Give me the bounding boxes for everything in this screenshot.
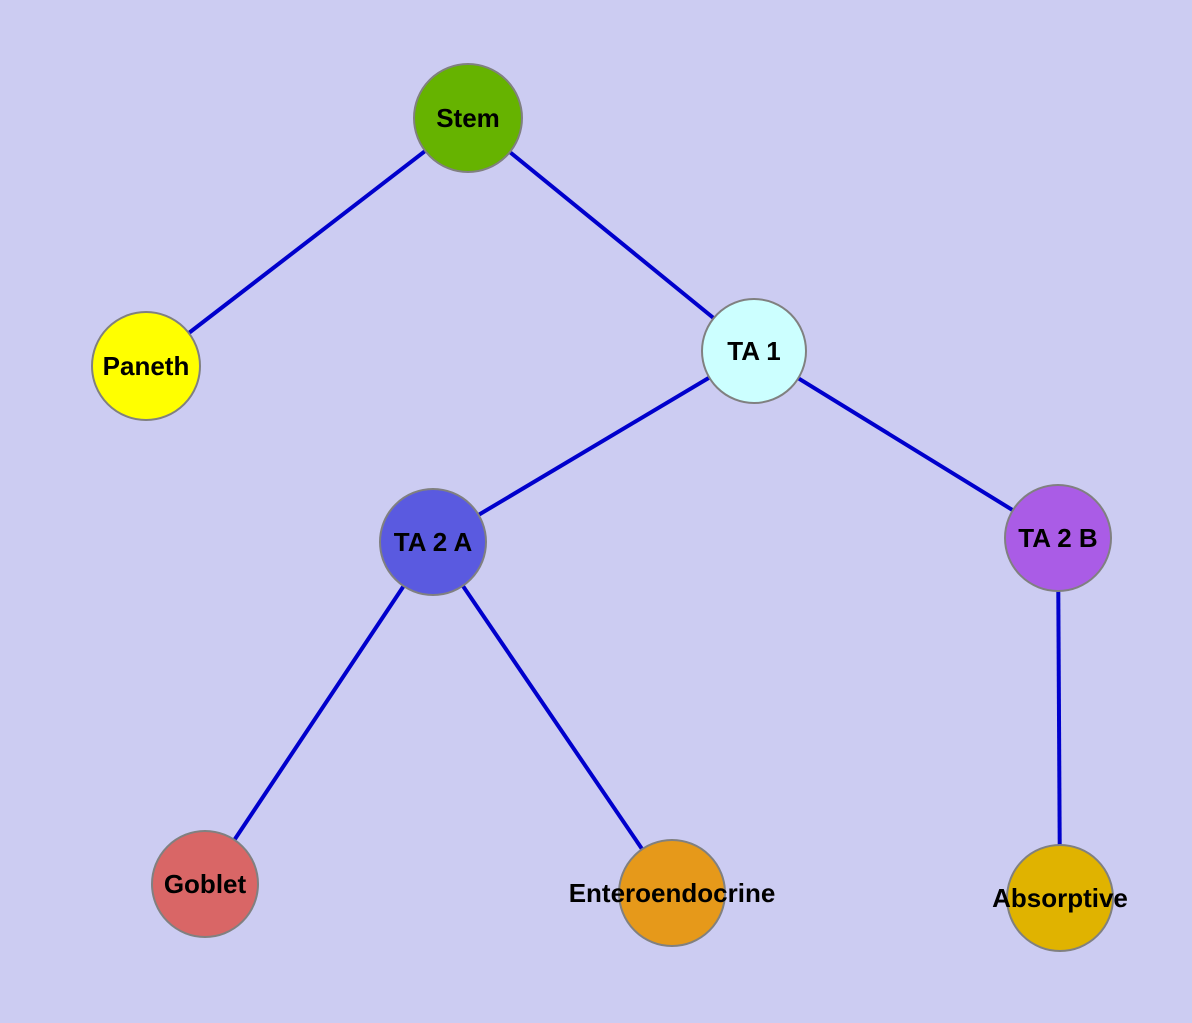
- node-circle-goblet[interactable]: [151, 830, 259, 938]
- node-stem[interactable]: Stem: [413, 63, 523, 173]
- node-paneth[interactable]: Paneth: [91, 311, 201, 421]
- edge-stem-ta1: [466, 116, 756, 353]
- node-circle-ta1[interactable]: [701, 298, 807, 404]
- node-goblet[interactable]: Goblet: [151, 830, 259, 938]
- edge-ta2b-absorptive: [1056, 537, 1062, 899]
- node-circle-paneth[interactable]: [91, 311, 201, 421]
- node-ta2b[interactable]: TA 2 B: [1004, 484, 1112, 592]
- node-circle-ta2b[interactable]: [1004, 484, 1112, 592]
- edges-layer: [144, 116, 1062, 899]
- node-ta2a[interactable]: TA 2 A: [379, 488, 487, 596]
- edge-ta2a-enteroendocrine: [431, 540, 674, 895]
- edge-ta1-ta2b: [752, 349, 1060, 540]
- node-circle-stem[interactable]: [413, 63, 523, 173]
- edge-ta2a-goblet: [203, 540, 435, 886]
- node-ta1[interactable]: TA 1: [701, 298, 807, 404]
- edge-ta1-ta2a: [431, 349, 756, 544]
- node-circle-absorptive[interactable]: [1006, 844, 1114, 952]
- node-circle-enteroendocrine[interactable]: [618, 839, 726, 947]
- node-circle-ta2a[interactable]: [379, 488, 487, 596]
- edge-stem-paneth: [144, 116, 470, 368]
